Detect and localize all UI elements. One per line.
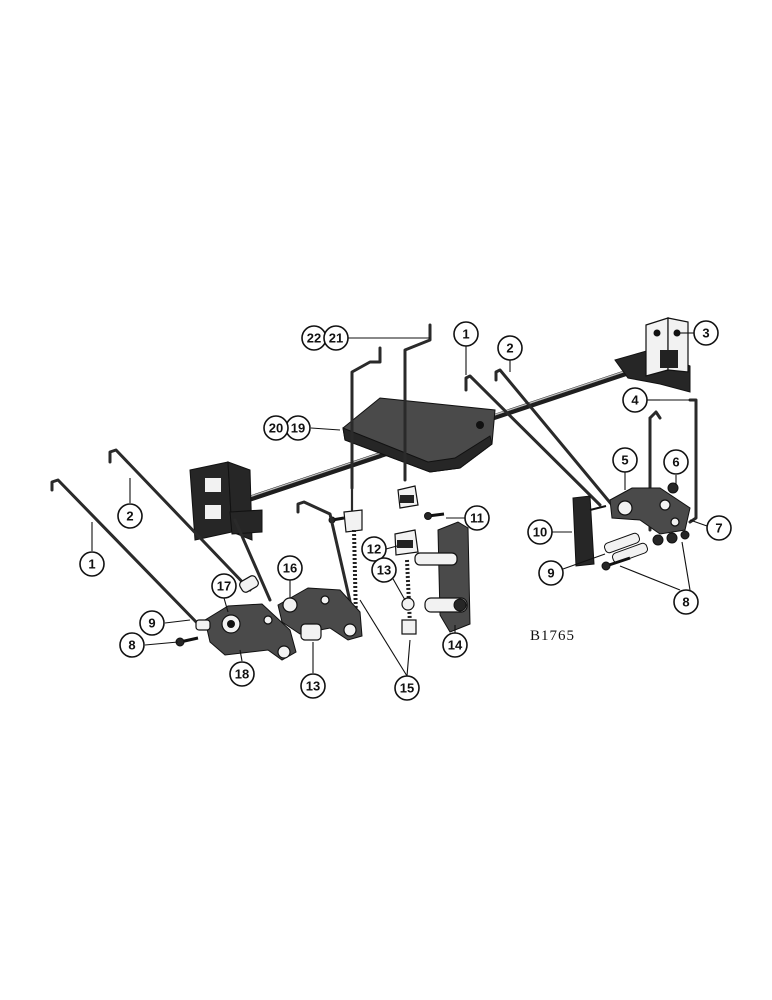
callout-1-right: 1 [453,321,479,347]
left-control-rods [50,448,354,630]
svg-text:17: 17 [217,579,231,594]
link-pins [601,530,690,571]
svg-text:5: 5 [621,453,628,468]
callout-1-left: 1 [79,551,105,577]
clevis-parts [328,485,445,556]
svg-text:11: 11 [470,511,484,526]
callout-2-right: 2 [497,335,523,361]
center-lever-16 [277,587,363,641]
callout-16: 16 [277,555,303,581]
svg-text:3: 3 [702,326,709,341]
callout-21: 21 [323,325,349,351]
callout-11: 11 [464,505,490,531]
svg-text:8: 8 [128,638,135,653]
callout-13-lower: 13 [300,673,326,699]
center-pedal-plate [342,397,496,473]
upper-rods [350,323,432,490]
svg-text:1: 1 [462,327,469,342]
right-control-rods [464,368,614,507]
svg-text:10: 10 [533,525,547,540]
callout-15: 15 [394,675,420,701]
callout-9-right: 9 [538,560,564,586]
svg-text:13: 13 [377,563,391,578]
callout-8-left: 8 [119,632,145,658]
svg-text:22: 22 [307,331,321,346]
svg-text:21: 21 [329,331,343,346]
svg-text:18: 18 [235,667,249,682]
callout-19: 19 [285,415,311,441]
callout-5: 5 [612,447,638,473]
left-lever-18 [175,575,297,661]
right-mounting-bracket [614,317,691,393]
callout-12: 12 [361,536,387,562]
svg-text:12: 12 [367,542,381,557]
svg-text:7: 7 [715,521,722,536]
callout-2-left: 2 [117,503,143,529]
svg-text:9: 9 [547,566,554,581]
svg-text:9: 9 [148,616,155,631]
svg-text:15: 15 [400,681,414,696]
svg-text:2: 2 [506,341,513,356]
left-mounting-bracket [189,461,263,541]
callout-9-left: 9 [139,610,165,636]
callout-14: 14 [442,632,468,658]
svg-text:13: 13 [306,679,320,694]
sleeve-bar-10 [572,495,607,567]
bracket-14 [414,521,471,633]
callout-17: 17 [211,573,237,599]
svg-text:6: 6 [672,455,679,470]
threaded-rods-15 [343,438,417,635]
figure-label: B1765 [530,628,575,644]
callout-3: 3 [693,320,719,346]
callout-7: 7 [706,515,732,541]
svg-text:14: 14 [448,638,463,653]
callout-8-right: 8 [673,589,699,615]
callout-13-upper: 13 [371,557,397,583]
callout-6: 6 [663,449,689,475]
svg-text:4: 4 [631,393,639,408]
svg-text:16: 16 [283,561,297,576]
callout-10: 10 [527,519,553,545]
callout-22: 22 [301,325,327,351]
callout-4: 4 [622,387,648,413]
svg-text:20: 20 [269,421,283,436]
callout-leaders [91,332,708,677]
svg-text:2: 2 [126,509,133,524]
callout-20: 20 [263,415,289,441]
svg-text:1: 1 [88,557,95,572]
svg-text:8: 8 [682,595,689,610]
callout-18: 18 [229,661,255,687]
right-lever-assembly [601,482,691,571]
svg-text:19: 19 [291,421,305,436]
